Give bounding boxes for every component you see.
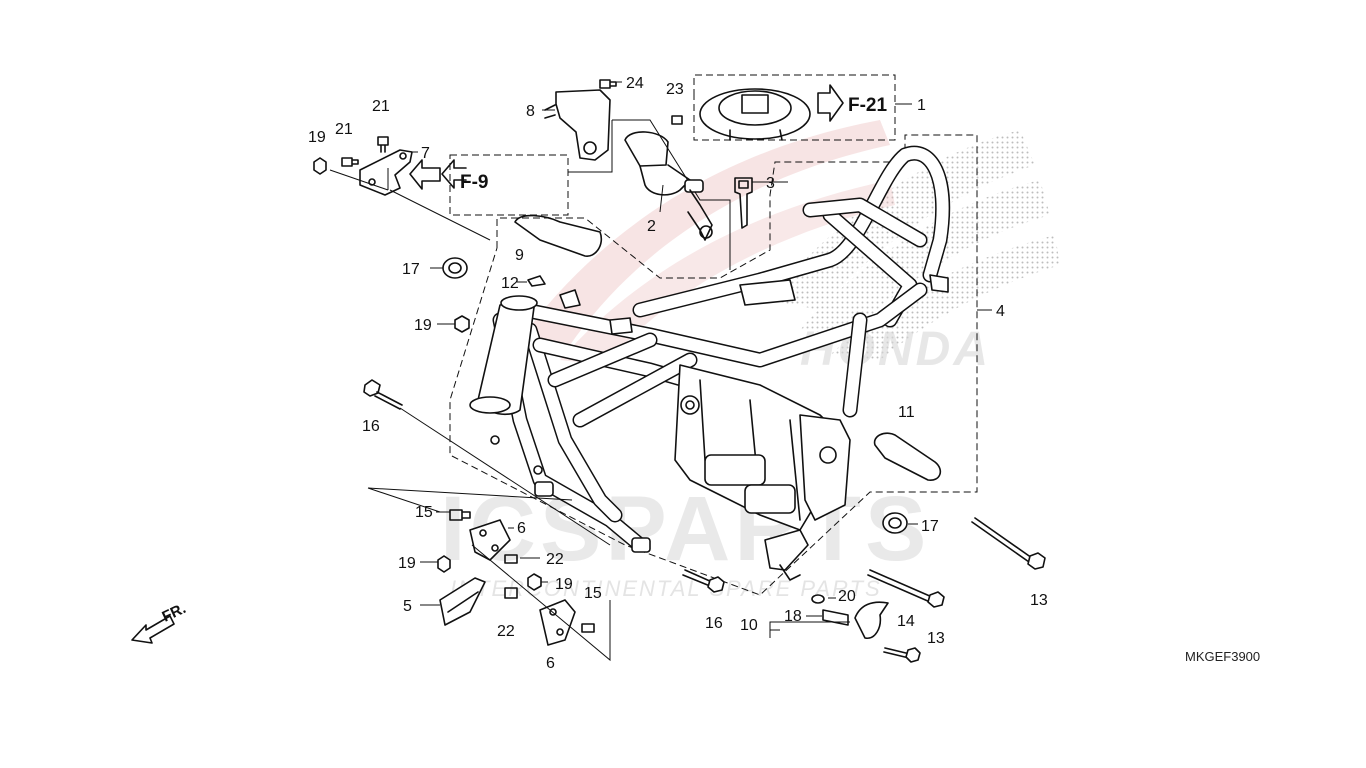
- callout-1: 1: [917, 97, 926, 114]
- callout-18: 18: [784, 608, 802, 625]
- callout-11: 11: [898, 404, 915, 421]
- ref-arrow-f9: F-9: [409, 159, 489, 193]
- callout-24: 24: [626, 75, 644, 92]
- ignition-switch: [624, 131, 713, 241]
- callout-labels: 1 2 3 4 5 6 6 7 8 9 10 11 12 13 13 14 15…: [308, 75, 1048, 672]
- callout-10: 10: [740, 617, 758, 634]
- callout-6-lower: 6: [546, 655, 555, 672]
- callout-12: 12: [501, 275, 519, 292]
- step-bracket-5: [439, 577, 486, 626]
- frame-body: [469, 145, 951, 581]
- callout-19-lower-left: 19: [398, 555, 416, 572]
- callout-15-left: 15: [415, 504, 433, 521]
- bracket-8: [544, 89, 611, 161]
- callout-16-upper: 16: [362, 418, 380, 435]
- watermark-brand: ICSPARTS: [440, 478, 930, 580]
- callout-19-lower-mid: 19: [555, 576, 573, 593]
- callout-22-upper: 22: [546, 551, 564, 568]
- callout-21-upper: 21: [372, 98, 390, 115]
- callout-19-frame: 19: [414, 317, 432, 334]
- front-direction-arrow: FR.: [131, 600, 189, 644]
- callout-7: 7: [421, 145, 430, 162]
- ref-arrow-f21: F-21: [817, 84, 912, 122]
- fuel-cap: [699, 88, 811, 141]
- callout-2: 2: [647, 218, 656, 235]
- callout-8: 8: [526, 103, 535, 120]
- side-stand-parts: [811, 594, 921, 663]
- callout-5: 5: [403, 598, 412, 615]
- grommet-17-right: [882, 512, 908, 534]
- nut-19-upper: [454, 315, 470, 333]
- plate-6-lower: [539, 599, 576, 646]
- ref-label-f9: F-9: [460, 172, 489, 193]
- callout-13-lower: 13: [927, 630, 945, 647]
- callout-20: 20: [838, 588, 856, 605]
- bolt-16-lower: [682, 569, 725, 593]
- bolt-13-lower: [867, 569, 945, 608]
- callout-23: 23: [666, 81, 684, 98]
- front-direction-label: FR.: [160, 600, 189, 626]
- seat-rubber-9: [514, 214, 603, 257]
- frame-cover-11: [873, 432, 942, 481]
- small-fasteners-lower-left: [437, 509, 595, 633]
- callout-4: 4: [996, 303, 1005, 320]
- bolt-16-upper: [363, 379, 403, 410]
- callout-22-lower: 22: [497, 623, 515, 640]
- callout-16-lower: 16: [705, 615, 723, 632]
- watermark-tagline: INTERCONTINENTAL SPARE PARTS: [450, 576, 882, 601]
- callout-21-lower: 21: [335, 121, 353, 138]
- clip-12: [527, 275, 546, 287]
- drawing-code: MKGEF3900: [1185, 649, 1260, 664]
- callout-17-left: 17: [402, 261, 420, 278]
- callout-17-right: 17: [921, 518, 939, 535]
- bolts-top-left: [313, 79, 683, 175]
- callout-15-lower: 15: [584, 585, 602, 602]
- grommet-17-left: [442, 257, 468, 279]
- leader-lines: [329, 81, 992, 662]
- bolt-13-upper: [971, 517, 1046, 570]
- callout-6-upper: 6: [517, 520, 526, 537]
- callout-19-top-left: 19: [308, 129, 326, 146]
- plate-6-upper: [469, 519, 511, 561]
- bracket-7: [359, 149, 413, 196]
- callout-13-upper: 13: [1030, 592, 1048, 609]
- ref-label-f21: F-21: [848, 95, 888, 116]
- key-blank: [734, 177, 753, 229]
- callout-3: 3: [766, 175, 775, 192]
- callout-14: 14: [897, 613, 915, 630]
- callout-9: 9: [515, 247, 524, 264]
